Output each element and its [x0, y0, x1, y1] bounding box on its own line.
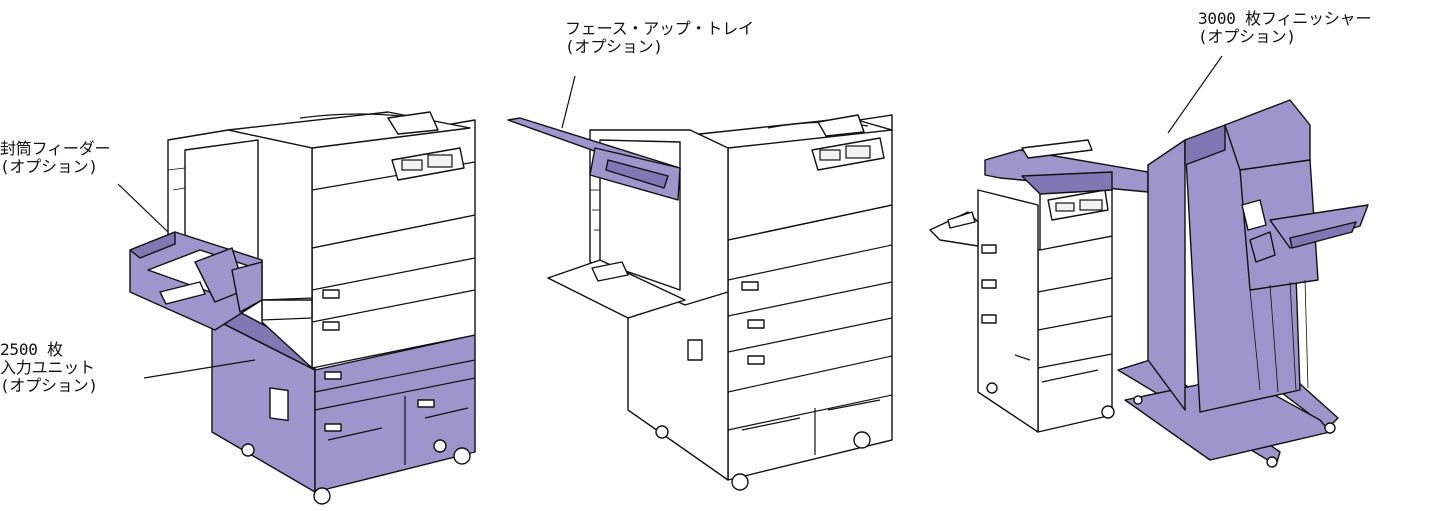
callout-face-up-tray: フェース・アップ・トレイ (オプション)	[565, 20, 754, 56]
callout-input-unit: 2500 枚 入力ユニット (オプション)	[0, 341, 98, 395]
printer-middle	[507, 114, 893, 491]
leader-face-up-tray	[561, 75, 576, 129]
callout-face-up-tray-line1: フェース・アップ・トレイ	[565, 19, 754, 38]
callout-envelope-feeder: 封筒フィーダー (オプション)	[0, 140, 110, 176]
printer-right	[929, 99, 1369, 468]
callout-input-unit-line1: 2500 枚	[0, 340, 63, 359]
callout-envelope-feeder-line2: (オプション)	[0, 157, 98, 176]
callout-face-up-tray-line2: (オプション)	[565, 37, 663, 56]
face-up-tray	[507, 117, 681, 201]
leader-lines	[117, 55, 1223, 379]
callout-input-unit-line3: (オプション)	[0, 376, 98, 395]
envelope-feeder	[129, 231, 263, 331]
finisher-3000	[1117, 99, 1369, 468]
callout-finisher-line1: 3000 枚フィニッシャー	[1198, 9, 1372, 28]
leader-finisher	[1167, 55, 1223, 134]
callout-finisher-line2: (オプション)	[1198, 27, 1296, 46]
input-unit-2500	[211, 307, 476, 505]
callout-finisher: 3000 枚フィニッシャー (オプション)	[1198, 10, 1371, 46]
callout-input-unit-line2: 入力ユニット	[0, 358, 95, 377]
leader-envelope-feeder	[117, 183, 169, 233]
printer-left	[129, 111, 476, 505]
callout-envelope-feeder-line1: 封筒フィーダー	[0, 139, 111, 158]
leader-input-unit	[143, 359, 256, 379]
